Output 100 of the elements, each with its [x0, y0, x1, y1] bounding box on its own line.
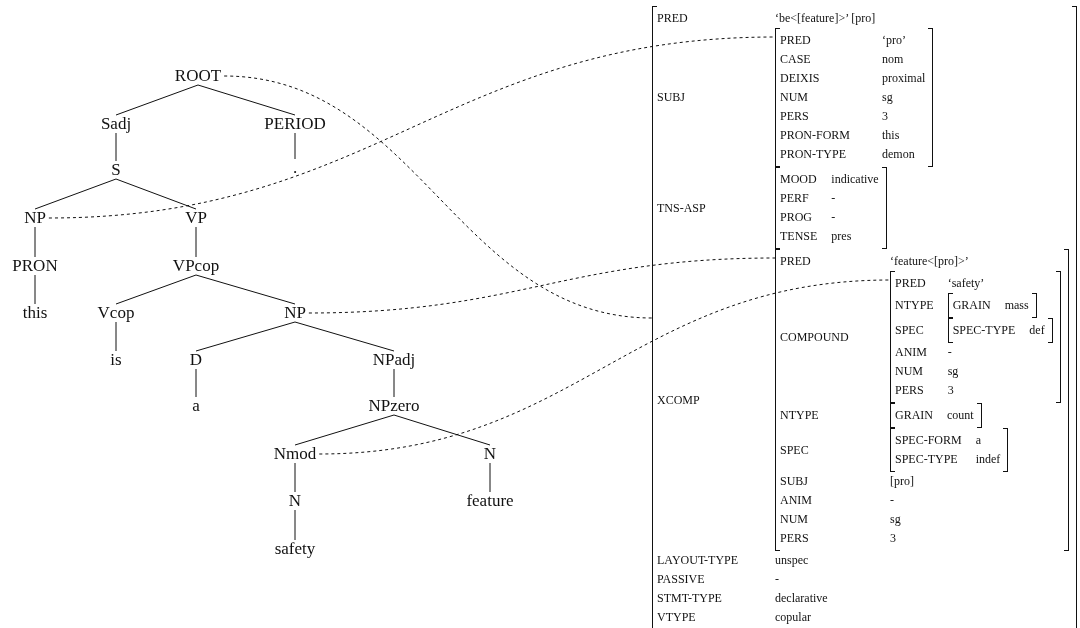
tree-branch: [294, 321, 395, 352]
category-label: VP: [185, 209, 207, 227]
tree-branch: [294, 462, 296, 493]
category-label: PRON: [12, 257, 58, 275]
attribute-name: CASE: [780, 51, 812, 68]
tree-branch: [489, 462, 491, 493]
attribute-name: GRAIN: [952, 297, 991, 314]
attribute-name: TNS-ASP: [657, 199, 707, 217]
attribute-value: sg: [890, 511, 902, 528]
category-label: PERIOD: [264, 115, 326, 133]
correspondence-line: [308, 257, 776, 314]
attribute-name: TENSE: [780, 228, 818, 245]
attribute-value: ‘pro’: [882, 32, 907, 49]
attribute-name: PRON-FORM: [780, 127, 852, 144]
attribute-name: XCOMP: [657, 391, 701, 409]
attribute-name: PRED: [780, 32, 812, 49]
attribute-value: -: [831, 190, 837, 207]
attribute-name: NUM: [780, 89, 809, 106]
attribute-value: -: [775, 571, 780, 588]
attribute-value: this: [882, 127, 901, 144]
attribute-name: PRON-TYPE: [780, 146, 847, 163]
attribute-value: indicative: [831, 171, 879, 188]
tree-branch: [393, 368, 395, 398]
attribute-name: SUBJ: [780, 473, 809, 490]
attribute-name: NTYPE: [895, 297, 934, 314]
category-label: N: [483, 445, 497, 463]
attribute-name: SPEC: [895, 322, 925, 339]
attribute-name: PERS: [780, 108, 810, 125]
attribute-name: DEIXIS: [780, 70, 821, 87]
category-label: NPadj: [372, 351, 416, 369]
attribute-value: pres: [831, 228, 853, 245]
attribute-value: ‘feature<[pro]>’: [890, 253, 970, 270]
attribute-value: demon: [882, 146, 916, 163]
feature-matrix: [775, 167, 887, 249]
attribute-name: GRAIN: [895, 407, 933, 424]
attribute-name: NTYPE: [780, 407, 820, 424]
tree-branch: [294, 132, 296, 160]
feature-matrix: [890, 428, 1009, 472]
category-label: Nmod: [273, 445, 317, 463]
tree-branch: [115, 321, 117, 352]
attribute-value: a: [975, 432, 983, 449]
tree-branch: [294, 414, 395, 446]
attribute-name: ANIM: [780, 492, 813, 509]
attribute-name: NUM: [780, 511, 809, 528]
attribute-name: PASSIVE: [657, 571, 706, 588]
attribute-value: proximal: [882, 70, 926, 87]
word-label: this: [22, 304, 48, 322]
attribute-value: mass: [1004, 297, 1029, 314]
category-label: Vcop: [97, 304, 135, 322]
category-label: S: [111, 161, 121, 179]
attribute-name: SPEC-TYPE: [952, 322, 1016, 339]
feature-matrix: [947, 293, 1037, 318]
tree-branch: [195, 321, 296, 352]
attribute-name: PERS: [895, 382, 925, 399]
attribute-name: STMT-TYPE: [657, 590, 723, 607]
correspondence-line: [48, 36, 776, 219]
attribute-value: -: [947, 344, 953, 361]
attribute-value: ‘safety’: [947, 275, 986, 292]
attribute-value: sg: [882, 89, 894, 106]
tree-branch: [34, 178, 117, 210]
attribute-value: 3: [947, 382, 955, 399]
tree-branch: [115, 274, 197, 305]
attribute-name: PERF: [780, 190, 810, 207]
attribute-value: count: [947, 407, 974, 424]
attribute-name: NUM: [895, 363, 924, 380]
tree-branch: [294, 509, 296, 541]
category-label: VPcop: [172, 257, 220, 275]
attribute-value: 3: [890, 530, 897, 547]
attribute-value: nom: [882, 51, 905, 68]
attribute-name: PERS: [780, 530, 810, 547]
attribute-value: indef: [975, 451, 1001, 468]
attribute-value: unspec: [775, 552, 810, 569]
attribute-value: [pro]: [890, 473, 915, 490]
attribute-value: -: [890, 492, 895, 509]
category-label: D: [189, 351, 203, 369]
category-label: NPzero: [368, 397, 420, 415]
attribute-name: PROG: [780, 209, 813, 226]
word-label: is: [110, 351, 122, 369]
attribute-value: copular: [775, 609, 812, 626]
feature-matrix: [890, 271, 1061, 403]
attribute-name: COMPOUND: [780, 328, 850, 346]
attribute-value: def: [1029, 322, 1045, 339]
feature-matrix: [947, 318, 1053, 343]
attribute-name: MOOD: [780, 171, 818, 188]
tree-branch: [34, 226, 36, 258]
attribute-name: PRED: [895, 275, 927, 292]
attribute-value: declarative: [775, 590, 829, 607]
tree-branch: [197, 84, 296, 116]
category-label: NP: [284, 304, 306, 322]
attribute-value: -: [831, 209, 837, 226]
word-label: a: [192, 397, 200, 415]
feature-matrix: [890, 403, 982, 428]
feature-matrix: [652, 6, 1077, 628]
category-label: ROOT: [174, 67, 222, 85]
attribute-name: SUBJ: [657, 89, 686, 106]
category-label: Sadj: [100, 115, 132, 133]
attribute-name: ANIM: [895, 344, 928, 361]
tree-branch: [195, 226, 197, 258]
category-label: N: [288, 492, 302, 510]
tree-branch: [115, 132, 117, 162]
